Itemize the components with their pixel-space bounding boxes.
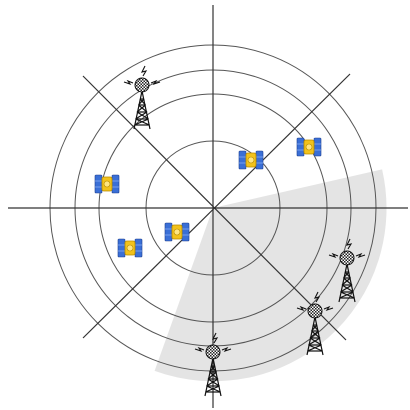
satellite-icon bbox=[117, 238, 143, 258]
satellite-icon bbox=[94, 174, 120, 194]
satellite-icon bbox=[164, 222, 190, 242]
radio-tower-icon bbox=[123, 65, 161, 130]
axes bbox=[8, 5, 408, 408]
satellite-icon bbox=[238, 150, 264, 170]
shaded-coverage-sector bbox=[154, 169, 387, 382]
axis-diagonal-ne-sw bbox=[82, 73, 351, 339]
satellite-icon bbox=[296, 137, 322, 157]
